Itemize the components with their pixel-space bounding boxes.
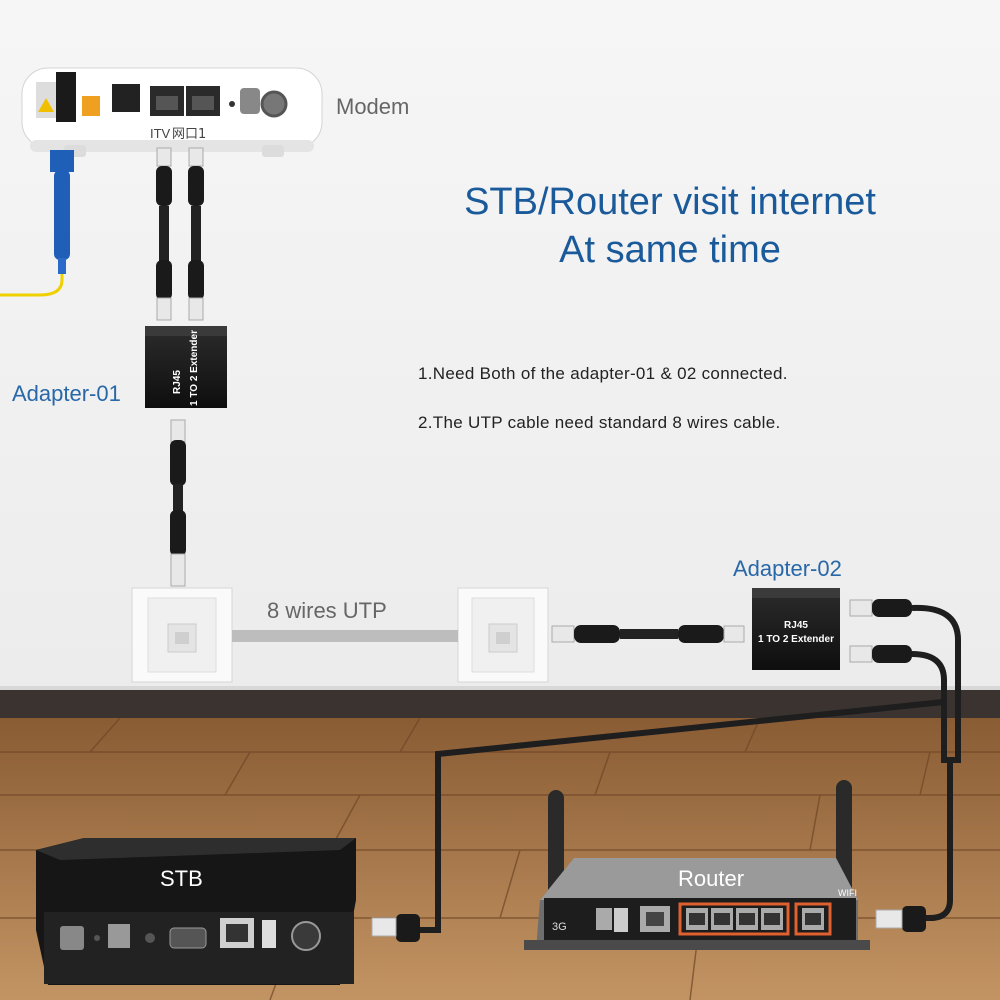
router-wifi-badge: WIFI bbox=[838, 888, 857, 898]
modem-itv-label: ITV bbox=[150, 126, 171, 141]
note-2: 2.The UTP cable need standard 8 wires ca… bbox=[418, 413, 781, 432]
wall-plate-right bbox=[457, 587, 549, 683]
utp-label: 8 wires UTP bbox=[267, 598, 387, 623]
adapter-02-text-line2: 1 TO 2 Extender bbox=[758, 634, 834, 645]
wall-plate-left bbox=[131, 587, 233, 683]
note-1: 1.Need Both of the adapter-01 & 02 conne… bbox=[418, 364, 788, 383]
adapter-01-label: Adapter-01 bbox=[12, 381, 121, 406]
modem-label: Modem bbox=[336, 94, 410, 119]
fiber-cable bbox=[0, 150, 74, 297]
utp-cable bbox=[232, 630, 458, 642]
patch-cable-adapter01-wall bbox=[170, 419, 186, 587]
adapter-01-text-line1: RJ45 bbox=[172, 370, 183, 394]
title-line-1: STB/Router visit internet bbox=[464, 181, 876, 223]
adapter-02-text-line1: RJ45 bbox=[784, 620, 808, 631]
router-label: Router bbox=[678, 866, 745, 891]
router-band-badge: 3G bbox=[552, 921, 567, 933]
router-lan-ports bbox=[678, 902, 790, 936]
patch-cable-itv bbox=[156, 147, 172, 321]
adapter-02-device bbox=[752, 588, 840, 670]
modem-device bbox=[21, 67, 323, 157]
adapter-01-device bbox=[145, 326, 227, 408]
power-jack-icon bbox=[260, 90, 288, 118]
patch-cable-wall-adapter02 bbox=[551, 625, 745, 643]
cable-adapter02-to-stb bbox=[371, 599, 961, 942]
title-line-2: At same time bbox=[559, 229, 781, 271]
stb-device bbox=[36, 838, 356, 985]
adapter-01-text-line2: 1 TO 2 Extender bbox=[189, 330, 200, 406]
router-device bbox=[524, 780, 870, 950]
router-wan-port bbox=[794, 902, 832, 936]
cable-adapter02-to-router bbox=[849, 645, 953, 932]
adapter-02-label: Adapter-02 bbox=[733, 556, 842, 581]
modem-lan1-label: 网口1 bbox=[172, 127, 206, 142]
patch-cable-lan1 bbox=[188, 147, 204, 321]
stb-label: STB bbox=[160, 866, 203, 891]
